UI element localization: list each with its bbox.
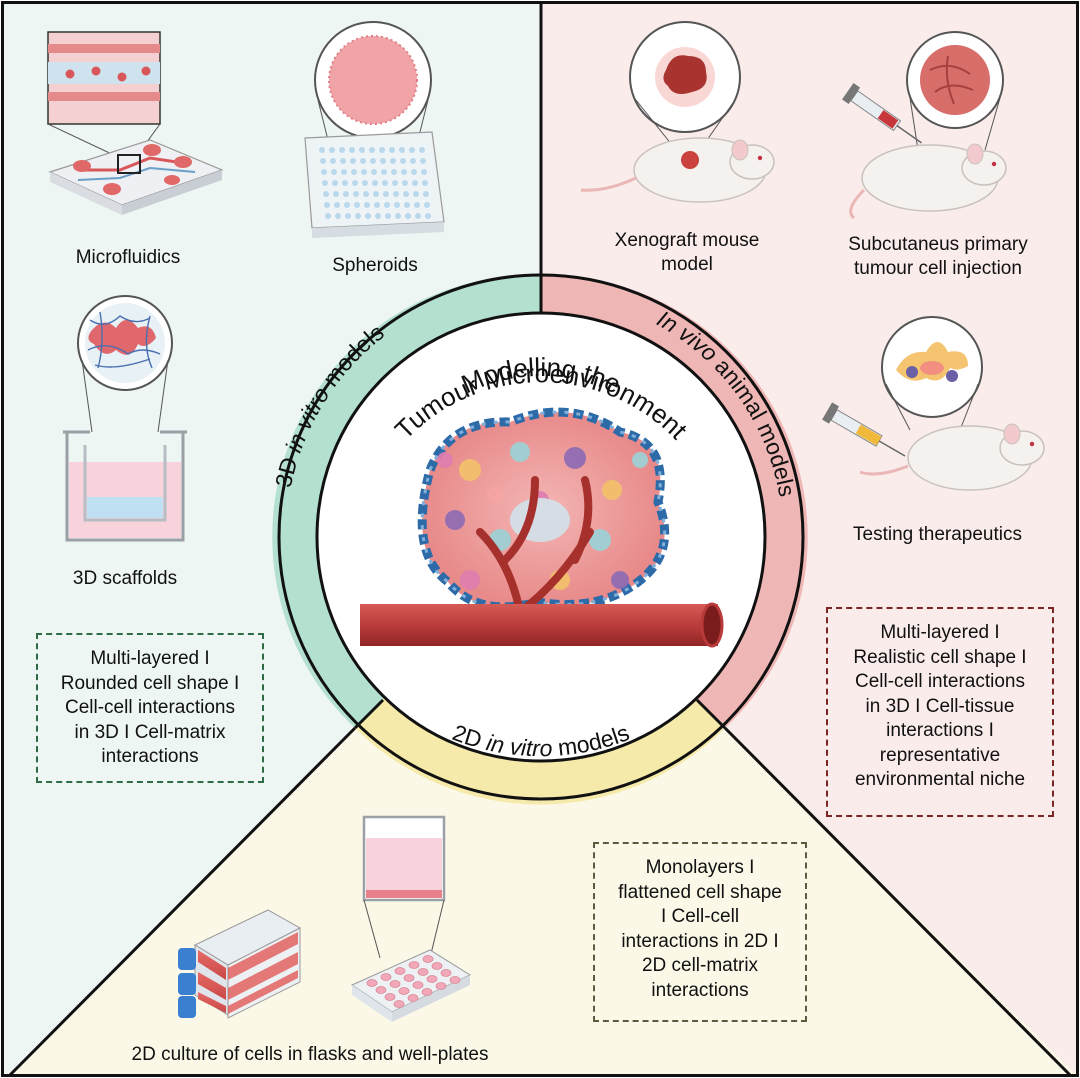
feature-box-3d: Multi-layered I Rounded cell shape I Cel… xyxy=(36,633,264,783)
therapeutics-mouse-icon xyxy=(822,316,1045,491)
label-therapeutics: Testing therapeutics xyxy=(853,524,1022,545)
culture-flasks-icon xyxy=(178,909,302,1019)
xenograft-mouse-icon xyxy=(580,21,775,203)
label-3d-scaffolds: 3D scaffolds xyxy=(72,568,178,589)
spheroids-icon xyxy=(304,21,445,238)
label-spheroids: Spheroids xyxy=(332,255,418,276)
well-plate-icon xyxy=(350,815,472,1022)
microfluidics-icon xyxy=(47,31,224,215)
label-subcutaneous: Subcutaneus primary tumour cell injectio… xyxy=(848,234,1028,279)
tumour-illustration xyxy=(360,407,724,648)
label-xenograft: Xenograft mouse model xyxy=(614,230,760,275)
feature-box-2d: Monolayers I flattened cell shape I Cell… xyxy=(593,842,807,1022)
label-microfluidics: Microfluidics xyxy=(75,247,181,268)
label-2d-culture: 2D culture of cells in flasks and well-p… xyxy=(131,1044,489,1065)
subcutaneous-mouse-icon xyxy=(842,31,1007,220)
scaffold-icon xyxy=(63,295,187,542)
feature-box-invivo: Multi-layered I Realistic cell shape I C… xyxy=(826,607,1054,817)
